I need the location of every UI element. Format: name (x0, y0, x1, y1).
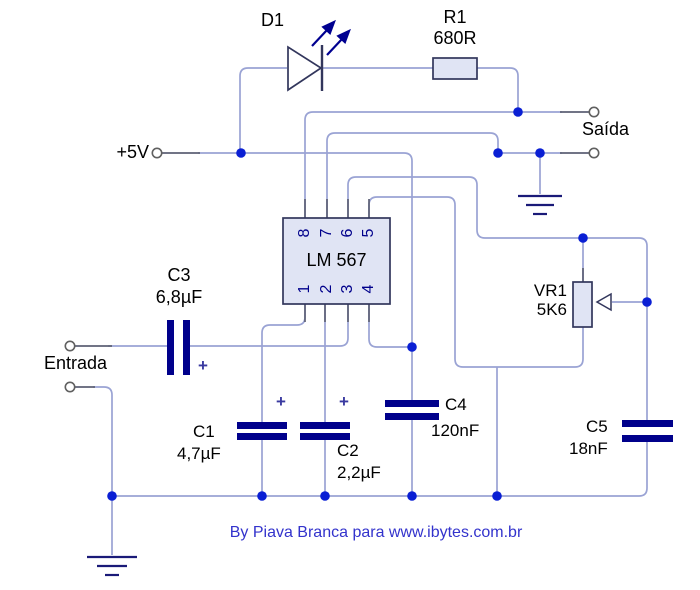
c2-value: 2,2µF (337, 463, 381, 482)
c4-value: 120nF (431, 421, 480, 440)
wire-r1-to-output-node (477, 67, 519, 112)
ground-symbol-left (87, 555, 137, 577)
wire-supply-rail (198, 152, 413, 347)
wire-pin3-to-c3 (190, 304, 349, 347)
c2-label: C2 (337, 441, 359, 460)
led-light-arrows-icon (311, 19, 351, 56)
wire-pin7-to-ground-rail (326, 132, 499, 218)
c3-value: 6,8µF (155, 287, 203, 307)
ic-name: LM 567 (306, 250, 367, 270)
output-label: Saída (582, 119, 630, 139)
c3-polarity-mark: + (198, 356, 208, 375)
c3-label: C3 (167, 265, 191, 285)
vr1-value: 5K6 (536, 300, 567, 319)
ic-pin-number-5: 5 (360, 228, 377, 238)
c1-plates (237, 422, 287, 429)
c1-polarity-mark: + (276, 392, 286, 411)
wire-supply-to-led (239, 67, 287, 151)
c3-plates (167, 320, 174, 375)
output1-terminal (588, 106, 600, 118)
c4-label: C4 (445, 395, 467, 414)
c5-value: 18nF (569, 439, 608, 458)
ic-pin-number-7: 7 (318, 228, 335, 238)
vr1-label: VR1 (533, 281, 567, 300)
output2-terminal (588, 147, 600, 159)
ic-body (282, 217, 391, 305)
vr1-wiper-arrow-icon (595, 292, 612, 312)
components (87, 19, 673, 577)
ic-pin-number-1: 1 (296, 284, 313, 294)
pin-stubs (75, 111, 589, 388)
wire-input2-to-ground (93, 386, 113, 496)
ic-pin-number-3: 3 (339, 284, 356, 294)
vr1-body (572, 281, 593, 328)
ic-pin-number-2: 2 (318, 284, 335, 294)
input1-terminal (64, 340, 76, 352)
wires (93, 67, 648, 555)
c5-label: C5 (586, 417, 608, 436)
c5-plates (622, 420, 673, 427)
terminals (64, 106, 600, 393)
ic-pin-number-4: 4 (360, 284, 377, 294)
wire-pin4-to-supply (368, 304, 412, 348)
r1-label: R1 (443, 7, 467, 27)
r1-value: 680R (433, 28, 477, 48)
c2-polarity-mark: + (339, 392, 349, 411)
wire-pin8-to-output-node (304, 111, 518, 218)
credit-text: By Piava Branca para www.ibytes.com.br (229, 524, 523, 541)
wire-pin5-to-vr1-bottom (368, 196, 584, 368)
wire-bottom-rail (112, 442, 648, 497)
r1-resistor-body (432, 57, 478, 80)
c1-value: 4,7µF (177, 444, 221, 463)
d1-diode-triangle (287, 45, 323, 92)
input-label: Entrada (44, 353, 108, 373)
c4-plates (385, 400, 439, 407)
supply-terminal (151, 147, 163, 159)
c2-plates (300, 422, 350, 429)
capacitor-plates (167, 320, 673, 442)
junction-dots (107, 107, 652, 501)
ic-pin-number-6: 6 (339, 228, 356, 238)
ground-symbol-right (518, 194, 562, 216)
ic-pin-number-8: 8 (296, 228, 313, 238)
d1-label: D1 (261, 10, 285, 30)
input2-terminal (64, 381, 76, 393)
c1-label: C1 (193, 422, 215, 441)
supply-label: +5V (116, 142, 149, 162)
wire-pin6-vr1-c5 (347, 176, 648, 420)
